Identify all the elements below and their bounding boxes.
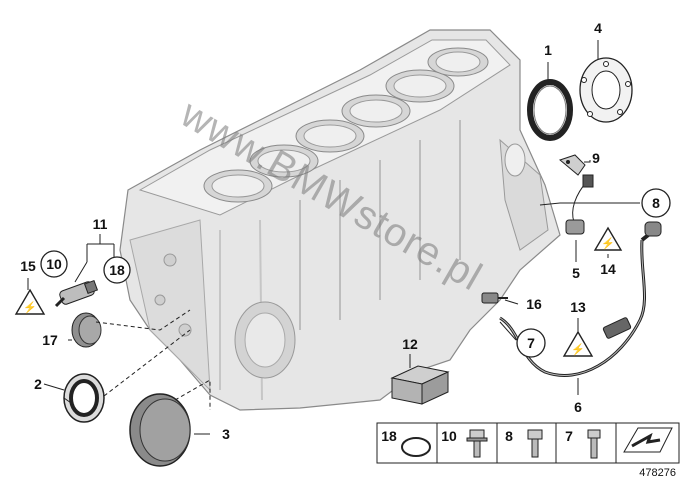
legend-label-10: 10 xyxy=(441,428,457,444)
callout-14: 14 xyxy=(600,261,616,277)
part-12-box xyxy=(390,365,450,405)
callout-2: 2 xyxy=(34,376,42,392)
callout-7: 7 xyxy=(527,335,535,351)
part-2-shaft-seal xyxy=(63,373,105,423)
engine-block xyxy=(119,29,561,411)
esd-symbol: ⚡ xyxy=(601,237,615,250)
warning-triangle-15: ⚡ xyxy=(14,288,46,315)
part-16-plug xyxy=(481,292,508,304)
part-17-cap xyxy=(71,312,102,348)
legend-label-7: 7 xyxy=(565,428,573,444)
legend-label-18: 18 xyxy=(381,428,397,444)
warning-triangle-13: ⚡ xyxy=(562,330,594,357)
callout-17: 17 xyxy=(42,332,58,348)
callout-8-circle xyxy=(641,188,671,218)
parts-legend: 18 10 8 7 xyxy=(376,422,680,464)
callout-7-circle xyxy=(516,328,546,358)
part-3-cover xyxy=(129,393,191,467)
esd-symbol: ⚡ xyxy=(23,301,37,314)
callouts: 1 4 9 8 5 14 13 6 7 16 12 11 10 18 15 17… xyxy=(20,20,671,442)
callout-11: 11 xyxy=(93,216,108,232)
callout-9: 9 xyxy=(592,150,600,166)
diagram-number: 478276 xyxy=(639,467,676,479)
callout-1: 1 xyxy=(544,42,552,58)
part-4-plate xyxy=(579,57,633,123)
callout-3: 3 xyxy=(222,426,230,442)
arrow-sign-icon xyxy=(623,427,673,453)
callout-15: 15 xyxy=(20,258,36,274)
hex-bolt-icon xyxy=(527,429,543,458)
callout-10: 10 xyxy=(46,256,62,272)
callout-13: 13 xyxy=(570,299,586,315)
callout-12: 12 xyxy=(402,336,418,352)
callout-18-circle xyxy=(103,256,131,284)
part-9-bracket xyxy=(558,154,586,176)
part-5-sensor xyxy=(565,174,594,235)
callout-16: 16 xyxy=(526,296,542,312)
part-11-sensor xyxy=(54,279,99,308)
legend-label-8: 8 xyxy=(505,428,513,444)
torx-screw-icon xyxy=(587,429,601,459)
callout-18: 18 xyxy=(109,262,125,278)
esd-symbol: ⚡ xyxy=(571,343,585,356)
callout-10-circle xyxy=(40,250,68,278)
part-1-seal-ring xyxy=(527,79,573,141)
callout-4: 4 xyxy=(594,20,602,36)
flange-bolt-icon xyxy=(466,429,488,458)
callout-5: 5 xyxy=(572,265,580,281)
warning-triangle-14: ⚡ xyxy=(593,226,623,251)
o-ring-icon xyxy=(401,437,431,457)
leader-lines xyxy=(27,40,640,435)
callout-6: 6 xyxy=(574,399,582,415)
callout-8: 8 xyxy=(652,195,660,211)
